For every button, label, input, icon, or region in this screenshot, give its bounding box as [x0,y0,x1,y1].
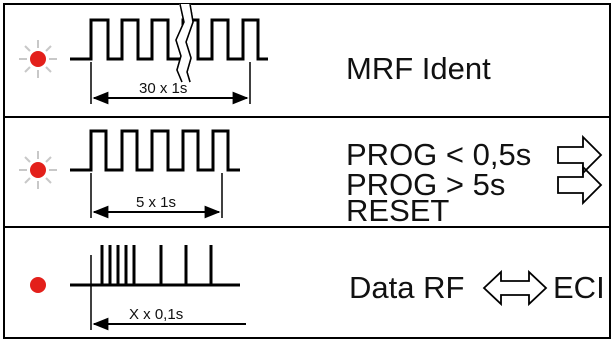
row-2-line-1: PROG < 0,5s [346,137,532,172]
row-1-title: MRF Ident [346,51,491,86]
pulse-train [70,18,268,61]
duration-label: X x 0,1s [129,306,184,323]
pulse-train [70,129,240,172]
row-1 [19,3,268,105]
row-3-title-right: ECI [553,270,605,305]
row-2 [19,129,603,219]
row-3 [30,245,548,331]
row-2-line-3: RESET [346,193,450,228]
pulse-spikes [70,245,240,287]
diagram-frame [3,3,611,339]
blinking-led-icon [19,151,57,189]
blinking-led-icon [19,40,57,78]
double-arrow-icon [482,269,548,307]
right-arrow-icon [557,134,603,176]
row-3-title-left: Data RF [349,270,465,305]
steady-led-icon [30,277,46,293]
row-2-line-2: PROG > 5s [346,167,506,202]
duration-label: 5 x 1s [136,194,177,211]
right-arrow-icon [557,164,603,206]
duration-label: 30 x 1s [139,80,188,97]
